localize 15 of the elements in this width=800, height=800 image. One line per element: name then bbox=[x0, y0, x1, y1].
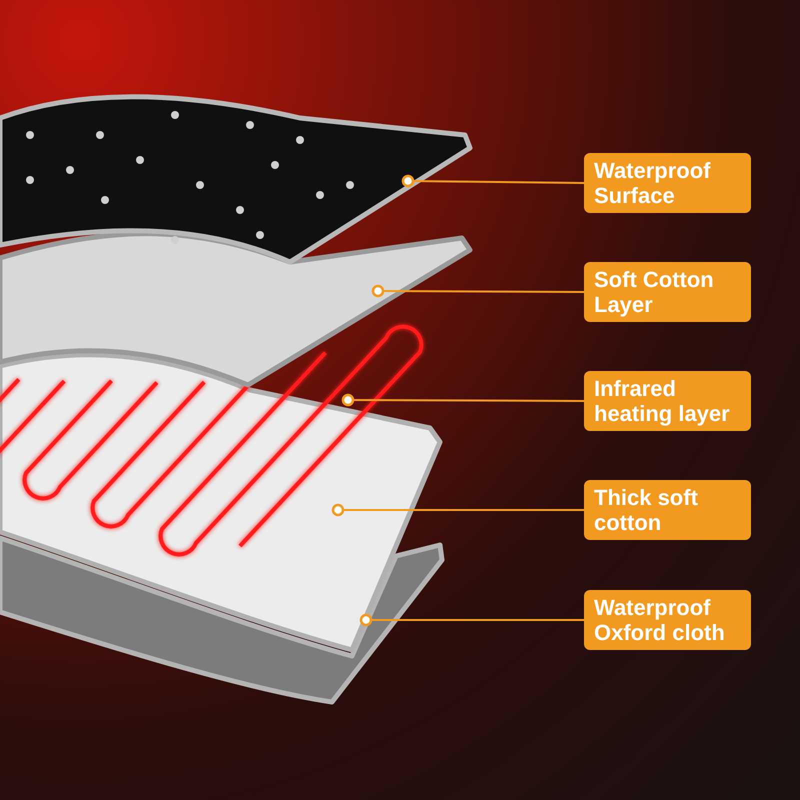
thick-cotton-layer bbox=[0, 352, 442, 652]
leader-line bbox=[342, 394, 584, 406]
leader-line bbox=[360, 614, 584, 626]
callout-label: Thick soft cotton bbox=[584, 480, 751, 540]
leader-line bbox=[372, 284, 584, 298]
callout-label: Waterproof Oxford cloth bbox=[584, 590, 751, 650]
heating-wire bbox=[0, 324, 424, 556]
leader-line bbox=[402, 174, 584, 188]
cotton-layer bbox=[0, 231, 472, 388]
callout-label: Waterproof Surface bbox=[584, 153, 751, 213]
oxford-cloth-layer bbox=[0, 536, 444, 704]
waterproof-surface-layer bbox=[0, 94, 472, 264]
callout-label: Infrared heating layer bbox=[584, 371, 751, 431]
leader-line bbox=[332, 504, 584, 516]
callout-label: Soft Cotton Layer bbox=[584, 262, 751, 322]
